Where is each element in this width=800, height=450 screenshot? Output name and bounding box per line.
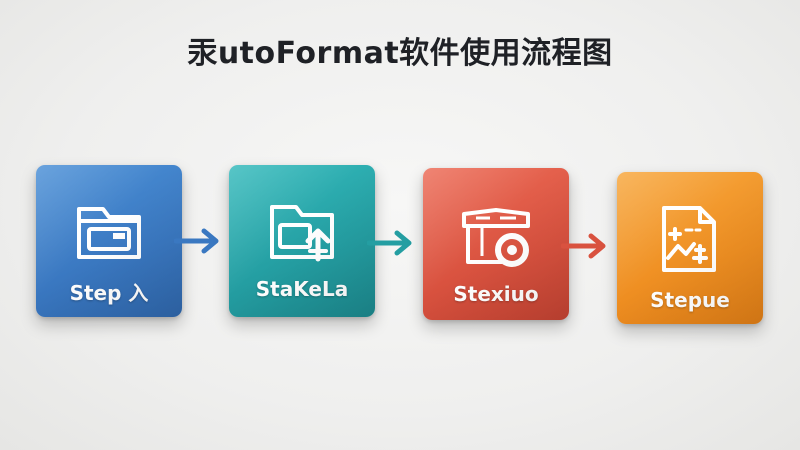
diagram-title: 汞utoFormat软件使用流程图 [187, 36, 613, 71]
step-label-3: Stexiuo [453, 282, 539, 306]
step-card-1: Step 入 [36, 165, 182, 317]
step-label-4: Stepue [650, 288, 730, 312]
arrow-right-icon [367, 230, 412, 256]
step-card-4: Stepue [617, 172, 763, 324]
step-card-3: Stexiuo [423, 168, 569, 320]
step-label-2: StaKeLa [255, 277, 349, 301]
folder-icon [77, 207, 141, 259]
box-gear-icon [462, 208, 530, 267]
arrow-right-icon [561, 233, 606, 259]
step-card-2: StaKeLa [229, 165, 375, 317]
document-edit-icon [662, 206, 716, 272]
arrow-right-icon [174, 228, 219, 254]
folder-upload-icon [270, 205, 334, 262]
step-label-1: Step 入 [69, 281, 149, 305]
